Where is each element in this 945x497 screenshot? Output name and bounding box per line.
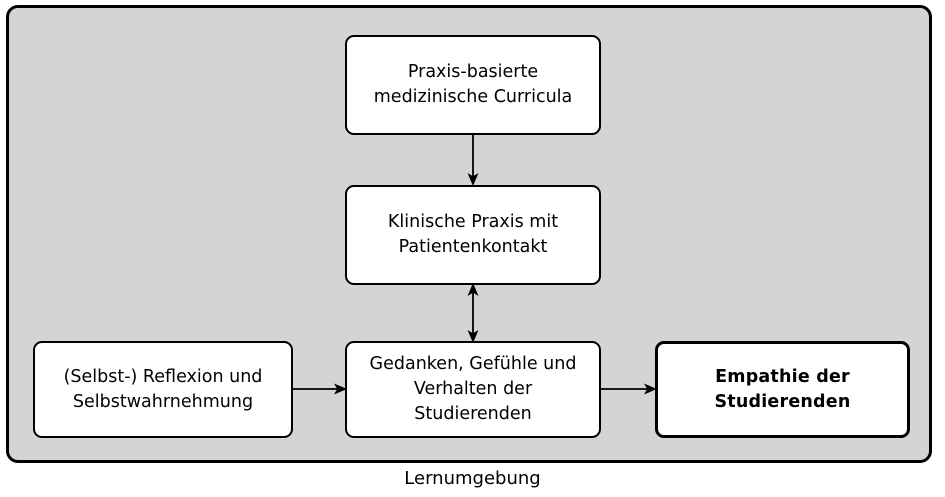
- node-empathie-der-studierenden: Empathie der Studierenden: [655, 341, 910, 438]
- arrow-down-icon-curricula-to-clinical: [467, 133, 479, 186]
- arrow-right-icon-thoughts-to-empathy: [599, 383, 657, 395]
- node-praxis-basierte-medizinische-curricula: Praxis-basierte medizinische Curricula: [345, 35, 601, 135]
- node-gedanken-gefuehle-und-verhalten-der-studierenden: Gedanken, Gefühle und Verhalten der Stud…: [345, 341, 601, 438]
- node-klinische-praxis-mit-patientenkontakt: Klinische Praxis mit Patientenkontakt: [345, 185, 601, 285]
- learning-environment-caption: Lernumgebung: [404, 468, 541, 489]
- arrow-up-down-icon-clinical-to-thoughts: [467, 283, 479, 343]
- node-selbst-reflexion-und-selbstwahrnehmung: (Selbst-) Reflexion und Selbstwahrnehmun…: [33, 341, 293, 438]
- arrow-right-icon-reflection-to-thoughts: [291, 383, 347, 395]
